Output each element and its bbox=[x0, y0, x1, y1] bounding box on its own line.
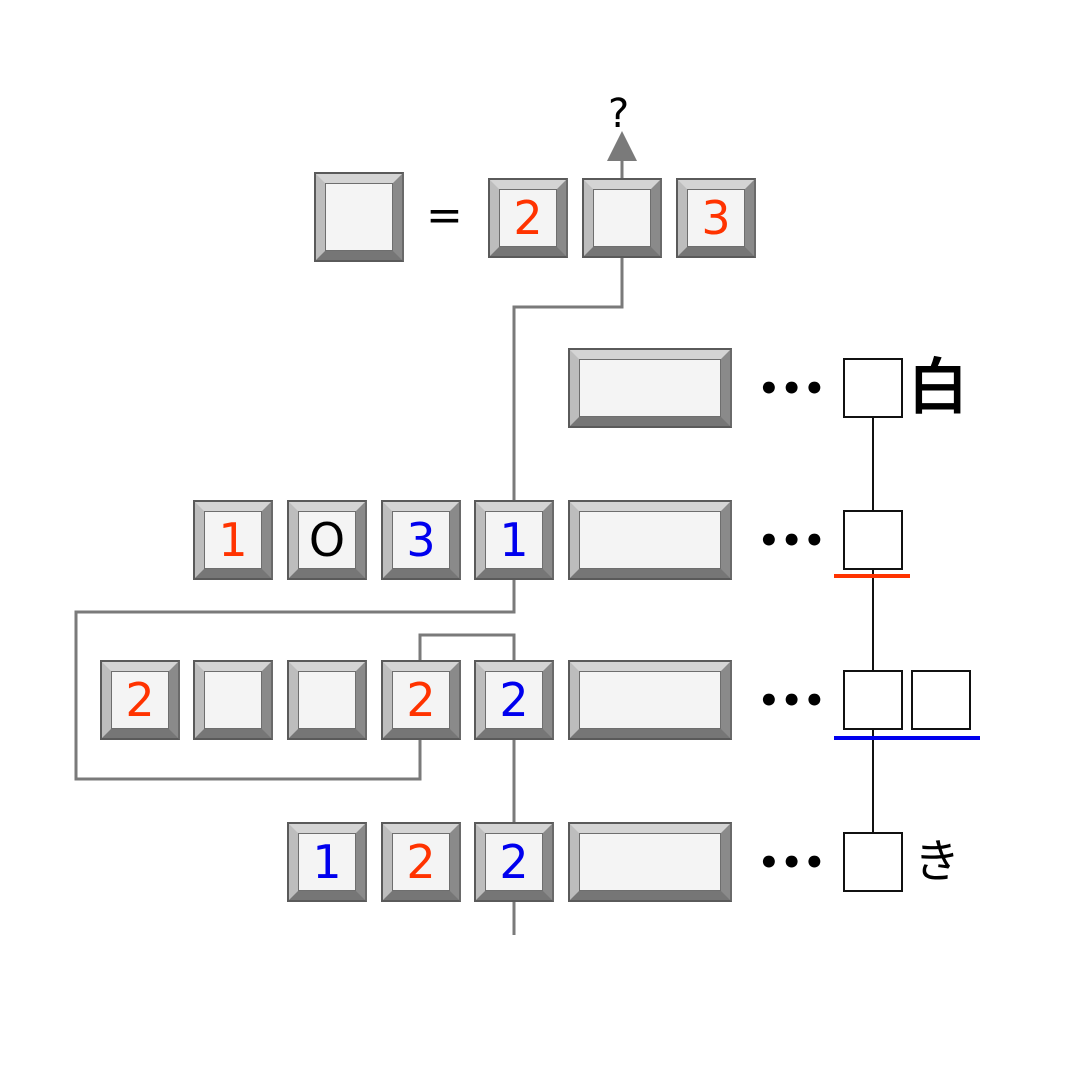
key-face bbox=[579, 833, 721, 891]
key-face: 2 bbox=[485, 833, 543, 891]
row1-wide-key[interactable] bbox=[568, 348, 732, 428]
row2-key-1[interactable]: 1 bbox=[193, 500, 273, 580]
connector-loop bbox=[74, 578, 516, 781]
key-face: 3 bbox=[392, 511, 450, 569]
equation-result-key[interactable] bbox=[314, 172, 404, 262]
question-mark: ? bbox=[608, 91, 630, 137]
key-face: 2 bbox=[485, 671, 543, 729]
row3-dots: ••• bbox=[758, 681, 827, 721]
key-face bbox=[579, 671, 721, 729]
row2-answer-box[interactable] bbox=[843, 510, 903, 570]
key-face: 2 bbox=[111, 671, 169, 729]
row4-answer-char: き bbox=[914, 834, 960, 888]
equals-sign: = bbox=[426, 190, 463, 241]
key-face: 3 bbox=[687, 189, 745, 247]
row4-key-3[interactable]: 2 bbox=[474, 822, 554, 902]
row4-answer-box[interactable] bbox=[843, 832, 903, 892]
key-face bbox=[593, 189, 651, 247]
key-face: 1 bbox=[204, 511, 262, 569]
equation-key-2[interactable]: 2 bbox=[488, 178, 568, 258]
row1-answer-box[interactable] bbox=[843, 358, 903, 418]
key-face: 1 bbox=[298, 833, 356, 891]
row2-key-4[interactable]: 1 bbox=[474, 500, 554, 580]
key-face: O bbox=[298, 511, 356, 569]
key-face: 2 bbox=[499, 189, 557, 247]
key-face: 2 bbox=[392, 671, 450, 729]
connector-top bbox=[512, 256, 624, 500]
row4-wide-key[interactable] bbox=[568, 822, 732, 902]
key-face bbox=[579, 359, 721, 417]
row2-dots: ••• bbox=[758, 521, 827, 561]
key-face: 1 bbox=[485, 511, 543, 569]
row1-answer-char: 白 bbox=[908, 353, 968, 423]
equation-key-3[interactable]: 3 bbox=[676, 178, 756, 258]
row3-answer-box-2[interactable] bbox=[911, 670, 971, 730]
key-face bbox=[325, 183, 393, 251]
row2-key-3[interactable]: 3 bbox=[381, 500, 461, 580]
row3-key-4[interactable]: 2 bbox=[381, 660, 461, 740]
row2-key-2[interactable]: O bbox=[287, 500, 367, 580]
equation-key-blank[interactable] bbox=[582, 178, 662, 258]
key-face bbox=[298, 671, 356, 729]
row1-dots: ••• bbox=[758, 369, 827, 409]
row4-dots: ••• bbox=[758, 843, 827, 883]
connector-bracket bbox=[418, 633, 516, 661]
row3-key-5[interactable]: 2 bbox=[474, 660, 554, 740]
key-face bbox=[579, 511, 721, 569]
row3-key-1[interactable]: 2 bbox=[100, 660, 180, 740]
row3-answer-box-1[interactable] bbox=[843, 670, 903, 730]
row4-key-1[interactable]: 1 bbox=[287, 822, 367, 902]
row3-key-2[interactable] bbox=[193, 660, 273, 740]
row4-key-2[interactable]: 2 bbox=[381, 822, 461, 902]
row3-wide-key[interactable] bbox=[568, 660, 732, 740]
key-face: 2 bbox=[392, 833, 450, 891]
row3-key-3[interactable] bbox=[287, 660, 367, 740]
row2-wide-key[interactable] bbox=[568, 500, 732, 580]
key-face bbox=[204, 671, 262, 729]
